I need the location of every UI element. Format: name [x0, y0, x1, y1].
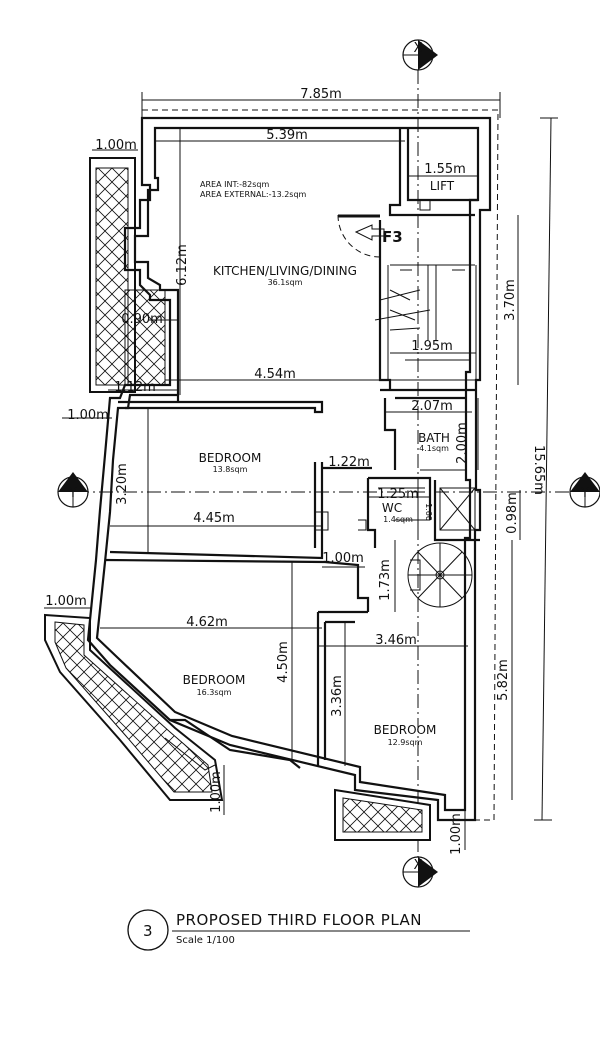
dim-4-50: 4.50m: [276, 641, 291, 683]
dim-1-00-mid: 1.00m: [322, 551, 364, 566]
kitchen-area: 36.1sqm: [268, 278, 303, 287]
dim-2-00: 2.00m: [455, 422, 470, 464]
dim-3-36: 3.36m: [330, 675, 345, 717]
bath-area: 4.1sqm: [419, 444, 449, 453]
dim-overall-width: 7.85m: [300, 87, 342, 102]
overall-height-dimension: [534, 117, 558, 821]
caption-scale: Scale 1/100: [176, 935, 235, 946]
bedroom3-area: 12.9sqm: [388, 738, 423, 747]
dim-2-07: 2.07m: [411, 399, 453, 414]
dim-5-39: 5.39m: [266, 128, 308, 143]
dim-3-70: 3.70m: [503, 279, 518, 321]
dim-1-55: 1.55m: [424, 162, 466, 177]
dim-1-00-bottom-right: 1.00m: [449, 813, 464, 855]
spiral-staircase: [407, 542, 473, 608]
bath-name: BATH: [418, 431, 450, 445]
entrance-door: [337, 214, 385, 258]
kitchen-name: KITCHEN/LIVING/DINING: [213, 264, 357, 278]
dim-1-22: 1.22m: [328, 455, 370, 470]
balcony-bottom-left: [44, 613, 224, 801]
dim-1-60: 1.60: [424, 503, 433, 521]
dim-1-12: 1.12m: [114, 380, 156, 395]
dim-3-46: 3.46m: [375, 633, 417, 648]
section-marker-bottom-label: X: [414, 858, 423, 873]
bedroom2-name: BEDROOM: [183, 673, 246, 687]
site-boundary: [142, 109, 499, 821]
internal-walls: [104, 128, 480, 771]
drawing-caption: 3 PROPOSED THIRD FLOOR PLAN Scale 1/100: [127, 909, 470, 951]
area-internal-label: AREA INT:-82sqm: [200, 180, 269, 189]
dim-overall-height: 15.65m: [531, 445, 546, 495]
section-marker-top: X: [402, 39, 438, 71]
dim-1-00-top: 1.00m: [95, 138, 137, 153]
dim-1-00-lower-left: 1.00m: [45, 594, 87, 609]
bedroom2-area: 16.3sqm: [197, 688, 232, 697]
balcony-top-left: [89, 157, 166, 393]
lift-name: LIFT: [430, 179, 455, 193]
bedroom1-name: BEDROOM: [199, 451, 262, 465]
dim-6-12: 6.12m: [175, 244, 190, 286]
section-marker-bottom: X: [402, 856, 438, 888]
wc-name: WC: [382, 501, 402, 515]
bedroom1-area: 13.8sqm: [213, 465, 248, 474]
dim-5-82: 5.82m: [496, 659, 511, 701]
caption-number: 3: [143, 922, 153, 940]
section-marker-right-label: Y: [580, 486, 589, 501]
inner-wall-line: [95, 126, 480, 812]
dim-4-62: 4.62m: [186, 615, 228, 630]
dim-4-54: 4.54m: [254, 367, 296, 382]
balcony-bottom-middle: [334, 788, 431, 841]
caption-title: PROPOSED THIRD FLOOR PLAN: [176, 911, 422, 929]
dim-1-73: 1.73m: [378, 559, 393, 601]
dim-0-98: 0.98m: [505, 492, 520, 534]
section-marker-top-label: X: [414, 41, 423, 56]
entrance-label: F3: [382, 228, 403, 246]
wc-area: 1.4sqm: [383, 515, 413, 524]
section-marker-left: Y: [57, 472, 89, 508]
section-marker-right: Y: [569, 472, 600, 508]
overall-width-dimension: [141, 92, 501, 118]
dim-0-90: 0.90m: [121, 312, 163, 327]
dim-1-25: 1.25m: [377, 487, 419, 502]
dim-1-00-balcony-left: 1.00m: [67, 408, 109, 423]
dim-1-95: 1.95m: [411, 339, 453, 354]
section-marker-left-label: Y: [68, 486, 77, 501]
area-external-label: AREA EXTERNAL:-13.2sqm: [200, 190, 307, 199]
dim-4-45: 4.45m: [193, 511, 235, 526]
dim-3-20: 3.20m: [115, 463, 130, 505]
bedroom3-name: BEDROOM: [374, 723, 437, 737]
dimension-lines: [44, 128, 521, 850]
dim-1-00-bottom-left: 1.00m: [209, 771, 224, 813]
